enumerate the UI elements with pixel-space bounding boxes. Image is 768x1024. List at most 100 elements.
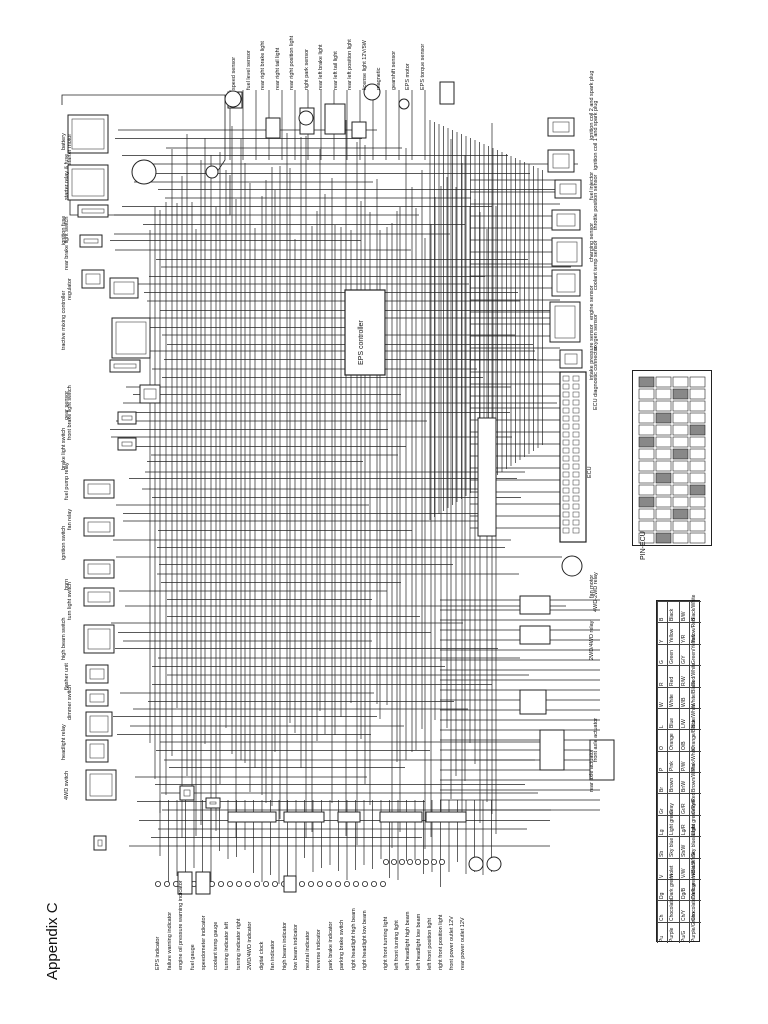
legend-text: Gr bbox=[659, 808, 665, 814]
ecu-label: ECU bbox=[587, 466, 593, 478]
ecu-pin bbox=[562, 503, 570, 510]
legend-text: Y bbox=[659, 639, 665, 643]
pinout-cell bbox=[672, 496, 689, 508]
eps-controller-label: EPS controller bbox=[358, 320, 365, 365]
top-component-label: rear left position light bbox=[347, 39, 353, 90]
legend-text: Blue bbox=[669, 718, 675, 729]
sensor-block bbox=[547, 117, 575, 137]
pinout-cell bbox=[638, 532, 655, 544]
headlight-lamp bbox=[422, 859, 429, 866]
component-block bbox=[93, 835, 107, 851]
ecu-pin bbox=[572, 391, 580, 398]
bottom-component-label: neutral indicator bbox=[304, 930, 311, 970]
right-lamp-symbol bbox=[298, 110, 314, 126]
pinout-cell bbox=[655, 472, 672, 484]
bottom-component-label: engine oil pressure warning indicator bbox=[178, 880, 184, 970]
indicator-lamp bbox=[343, 881, 350, 888]
pinout-cell bbox=[638, 436, 655, 448]
legend-text: P bbox=[659, 767, 665, 771]
pinout-cell bbox=[655, 436, 672, 448]
legend-color-cell: Chocolate/Yellow bbox=[689, 882, 701, 922]
pinout-cell bbox=[655, 412, 672, 424]
pinout-cell bbox=[689, 424, 706, 436]
component-inner bbox=[87, 563, 111, 575]
legend-text: Orange bbox=[669, 732, 675, 750]
top-component-label: EPS motor bbox=[405, 63, 411, 90]
component-inner bbox=[87, 483, 111, 495]
component-block bbox=[67, 114, 109, 154]
component-inner bbox=[87, 521, 111, 533]
component-block bbox=[67, 164, 109, 201]
pinout-cell bbox=[689, 436, 706, 448]
pinout-cell bbox=[638, 460, 655, 472]
ecu-pin bbox=[562, 391, 570, 398]
legend-text: Purple/Green bbox=[691, 912, 697, 942]
ecu-pin bbox=[562, 447, 570, 454]
legend-code-cell: B bbox=[657, 602, 667, 623]
left-component-label: regulator bbox=[67, 278, 73, 300]
ecu-pin bbox=[572, 479, 580, 486]
legend-color-cell: Sky blue/White bbox=[689, 823, 701, 858]
legend-text: Chocolate bbox=[669, 898, 675, 921]
ecu-pin bbox=[572, 383, 580, 390]
component-block bbox=[117, 411, 137, 425]
component-block bbox=[109, 359, 141, 373]
left-component-label: tractive mixing controller bbox=[61, 290, 67, 350]
left-component-label: headlight relay bbox=[61, 724, 67, 760]
ecu-pin bbox=[572, 399, 580, 406]
legend-code-cell: B/W bbox=[679, 602, 689, 623]
headlight-lamp bbox=[430, 859, 437, 866]
top-component-label: rear right brake light bbox=[260, 41, 266, 90]
pinout-cell bbox=[638, 448, 655, 460]
component-inner bbox=[89, 715, 109, 733]
component-inner bbox=[97, 839, 103, 847]
legend-text: W bbox=[659, 702, 665, 707]
pinout-cell bbox=[655, 424, 672, 436]
legend-text: Orange/Black bbox=[691, 719, 697, 750]
component-inner bbox=[89, 693, 105, 703]
pinout-cell bbox=[638, 472, 655, 484]
relay-block bbox=[539, 729, 565, 771]
bottom-component-label: fuel gauge bbox=[189, 944, 196, 970]
relay-block bbox=[519, 689, 547, 715]
ecu-pin bbox=[572, 503, 580, 510]
indicator-lamp bbox=[253, 881, 260, 888]
legend-code-cell: P/W bbox=[679, 751, 689, 772]
indicator-lamp bbox=[370, 881, 377, 888]
bottom-component-label: right headlight low beam bbox=[362, 910, 368, 970]
pinout-cell bbox=[672, 472, 689, 484]
component-block bbox=[77, 204, 109, 218]
indicator-lamp bbox=[334, 881, 341, 888]
legend-color-cell: Green bbox=[667, 644, 679, 666]
pinout-cell bbox=[638, 508, 655, 520]
sensor-inner bbox=[554, 305, 576, 339]
ecu-pin bbox=[572, 471, 580, 478]
indicator-lamp bbox=[325, 881, 332, 888]
component-block bbox=[179, 785, 195, 801]
bottom-component-label: left headlight high beam bbox=[405, 911, 411, 970]
ecu-pinout-diagram bbox=[632, 370, 712, 546]
indicator-lamp bbox=[379, 881, 386, 888]
sensor-inner bbox=[564, 353, 578, 365]
bottom-component-label: front power outlet 12V bbox=[449, 916, 455, 970]
legend-color-cell: Orange/Black bbox=[689, 719, 701, 751]
connector-blocks bbox=[154, 371, 615, 895]
indicator-lamp bbox=[316, 881, 323, 888]
legend-color-cell: Red/White bbox=[689, 662, 701, 687]
relay-block bbox=[519, 595, 551, 615]
legend-code-cell: Dg bbox=[657, 879, 667, 901]
indicator-lamp bbox=[217, 881, 224, 888]
pinout-cell bbox=[689, 460, 706, 472]
left-component-label: fuel pump relay bbox=[64, 462, 70, 500]
left-component-label: 4WD switch bbox=[64, 770, 70, 800]
pinout-cell bbox=[655, 520, 672, 532]
bottom-component-label: speedometer indicator bbox=[201, 915, 207, 970]
ecu-pin bbox=[572, 455, 580, 462]
